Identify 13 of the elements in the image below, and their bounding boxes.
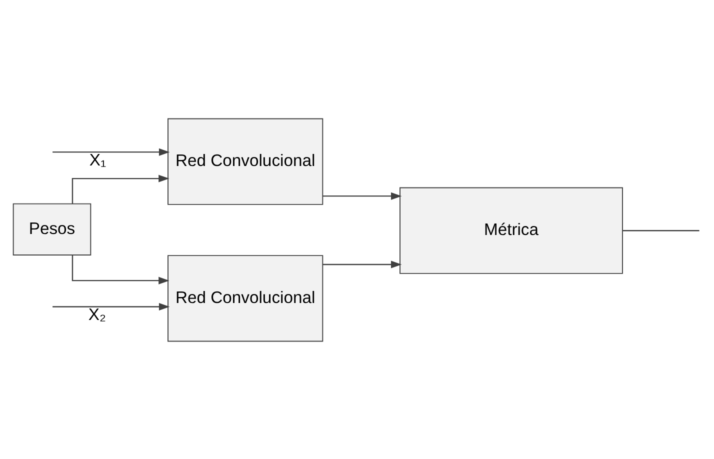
arrow	[322, 192, 402, 200]
edge-label: X₂	[88, 304, 106, 324]
node-box: Métrica	[400, 186, 623, 274]
node-box: Red Convolucional	[168, 254, 324, 342]
arrow	[322, 260, 402, 268]
arrow	[52, 302, 170, 310]
node-box: Pesos	[12, 202, 92, 255]
connector	[622, 230, 700, 231]
arrow	[52, 148, 170, 156]
arrow	[72, 174, 170, 204]
arrow	[72, 254, 170, 284]
edge-label: X₁	[89, 150, 106, 169]
node-box: Red Convolucional	[168, 118, 324, 204]
